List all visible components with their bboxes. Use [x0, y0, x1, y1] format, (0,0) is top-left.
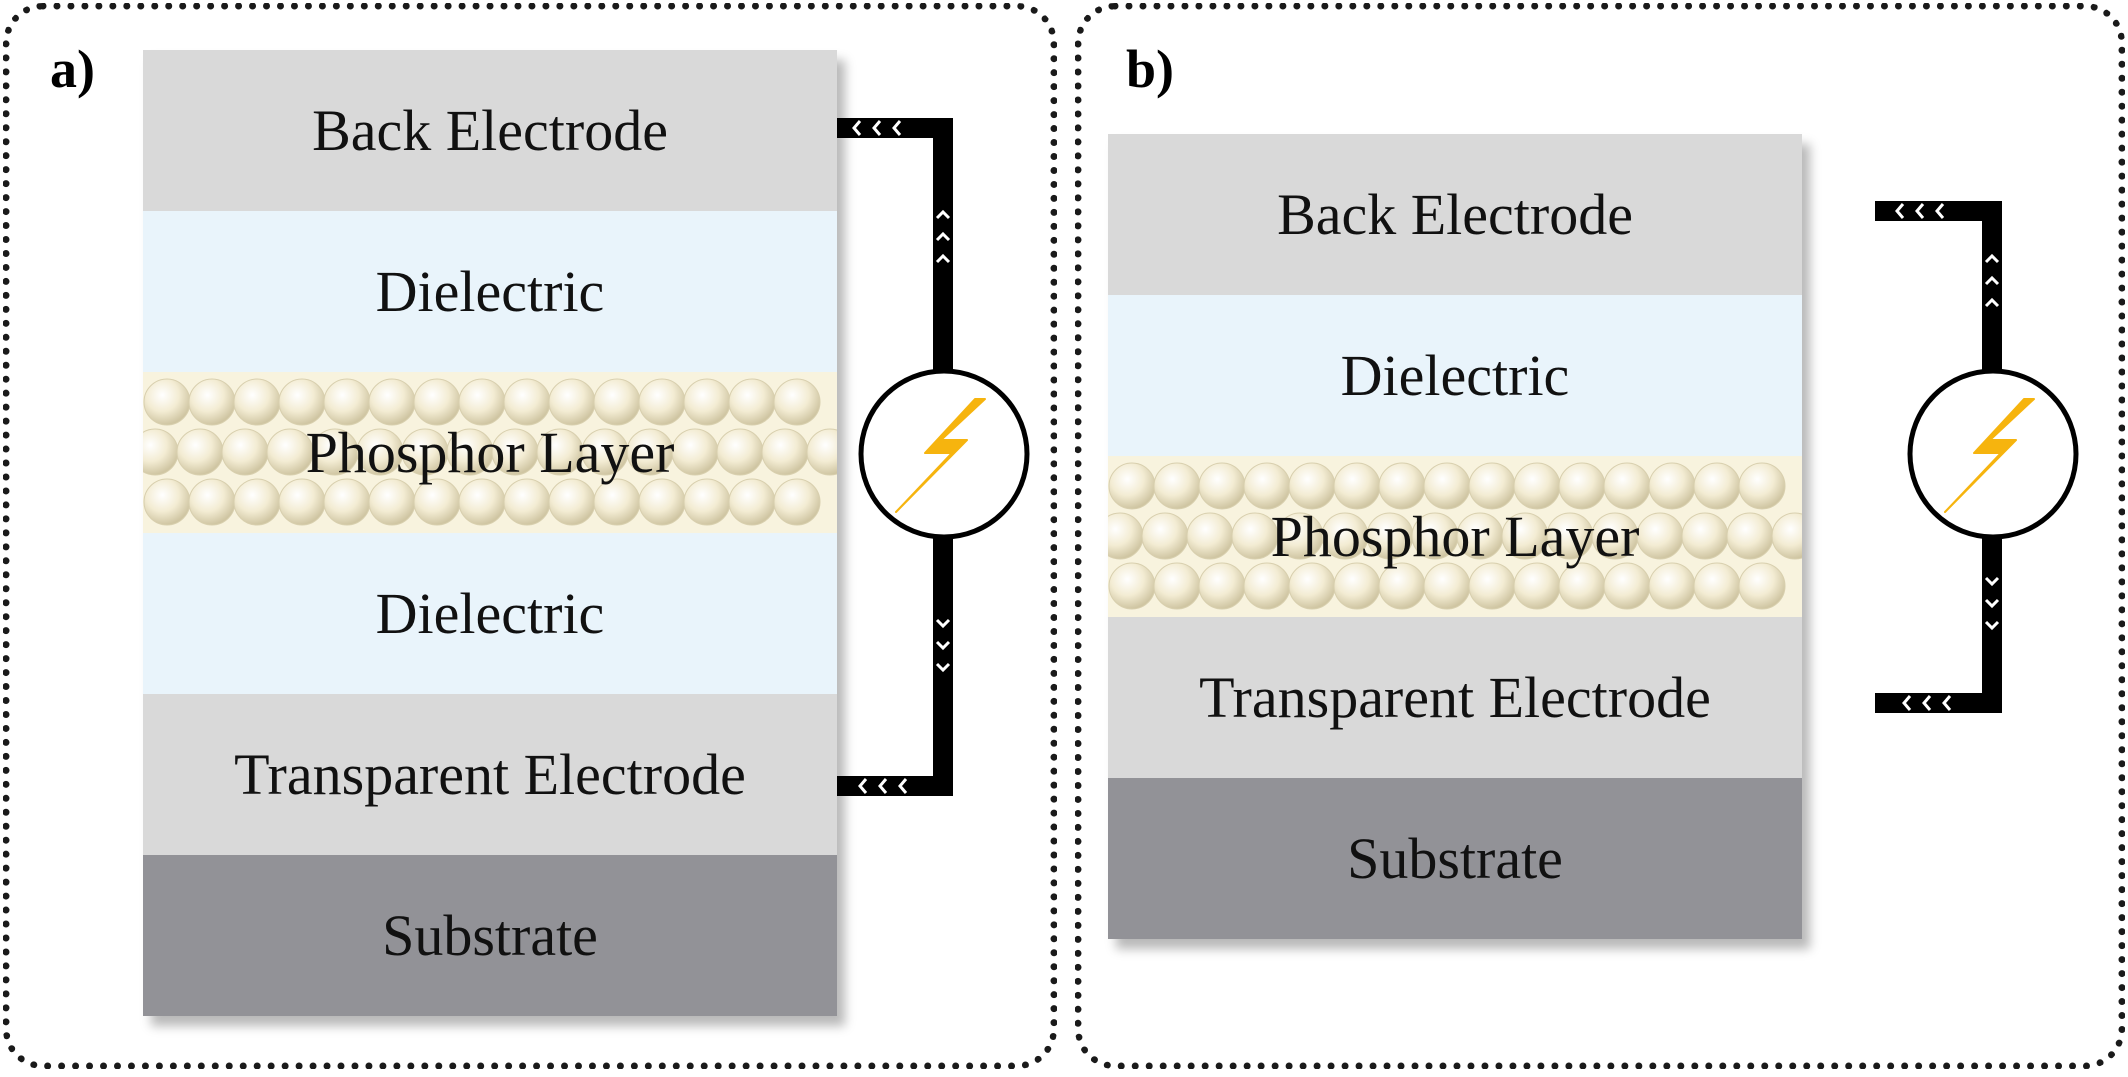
phosphor-bead	[671, 428, 719, 476]
layer-label: Substrate	[382, 903, 598, 968]
layer-label: Dielectric	[375, 259, 605, 324]
phosphor-bead	[1738, 462, 1786, 510]
layer-stack-b: Back Electrode Dielectric Phosphor Layer…	[1108, 134, 1802, 939]
phosphor-bead	[233, 478, 281, 526]
phosphor-bead	[143, 478, 191, 526]
phosphor-layer: Phosphor Layer	[1108, 456, 1802, 617]
substrate-layer: Substrate	[143, 855, 837, 1016]
phosphor-bead	[1108, 562, 1156, 610]
phosphor-bead	[1681, 512, 1729, 560]
phosphor-bead	[773, 378, 821, 426]
phosphor-beads	[1108, 462, 1802, 610]
panel-label-b: b)	[1126, 39, 1175, 99]
layer-label: Back Electrode	[1277, 182, 1633, 247]
transparent-electrode-layer: Transparent Electrode	[143, 694, 837, 855]
layer-label: Phosphor Layer	[305, 420, 675, 485]
layer-label: Transparent Electrode	[1199, 665, 1711, 730]
layer-label: Substrate	[1347, 826, 1563, 891]
dielectric-layer: Dielectric	[143, 211, 837, 372]
substrate-layer: Substrate	[1108, 778, 1802, 939]
phosphor-bead	[143, 378, 191, 426]
phosphor-layer: Phosphor Layer	[143, 372, 837, 533]
dielectric-layer: Dielectric	[143, 533, 837, 694]
phosphor-bead	[1153, 462, 1201, 510]
phosphor-bead	[1726, 512, 1774, 560]
phosphor-bead	[683, 478, 731, 526]
phosphor-bead	[1738, 562, 1786, 610]
phosphor-bead	[806, 428, 837, 476]
phosphor-bead	[1108, 462, 1156, 510]
phosphor-bead	[1198, 562, 1246, 610]
phosphor-bead	[716, 428, 764, 476]
phosphor-bead	[1198, 462, 1246, 510]
phosphor-bead	[188, 478, 236, 526]
phosphor-bead	[728, 378, 776, 426]
layer-stack-a: Back Electrode Dielectric Phosphor Layer…	[143, 50, 837, 1016]
layer-label: Dielectric	[1340, 343, 1570, 408]
phosphor-bead	[1186, 512, 1234, 560]
phosphor-bead	[1693, 462, 1741, 510]
layer-label: Phosphor Layer	[1270, 504, 1640, 569]
phosphor-bead	[1693, 562, 1741, 610]
panel-label-a: a)	[50, 39, 95, 99]
back-electrode-layer: Back Electrode	[143, 50, 837, 211]
phosphor-bead	[1153, 562, 1201, 610]
phosphor-bead	[761, 428, 809, 476]
phosphor-bead	[1108, 512, 1144, 560]
phosphor-bead	[176, 428, 224, 476]
layer-label: Dielectric	[375, 581, 605, 646]
phosphor-bead	[143, 428, 179, 476]
phosphor-bead	[1648, 462, 1696, 510]
back-electrode-layer: Back Electrode	[1108, 134, 1802, 295]
phosphor-bead	[1636, 512, 1684, 560]
phosphor-bead	[1141, 512, 1189, 560]
layer-label: Transparent Electrode	[234, 742, 746, 807]
phosphor-bead	[1771, 512, 1802, 560]
layer-label: Back Electrode	[312, 98, 668, 163]
phosphor-bead	[233, 378, 281, 426]
phosphor-bead	[1648, 562, 1696, 610]
phosphor-bead	[188, 378, 236, 426]
phosphor-bead	[221, 428, 269, 476]
phosphor-bead	[728, 478, 776, 526]
phosphor-bead	[773, 478, 821, 526]
phosphor-beads	[143, 378, 837, 526]
dielectric-layer: Dielectric	[1108, 295, 1802, 456]
transparent-electrode-layer: Transparent Electrode	[1108, 617, 1802, 778]
phosphor-bead	[683, 378, 731, 426]
